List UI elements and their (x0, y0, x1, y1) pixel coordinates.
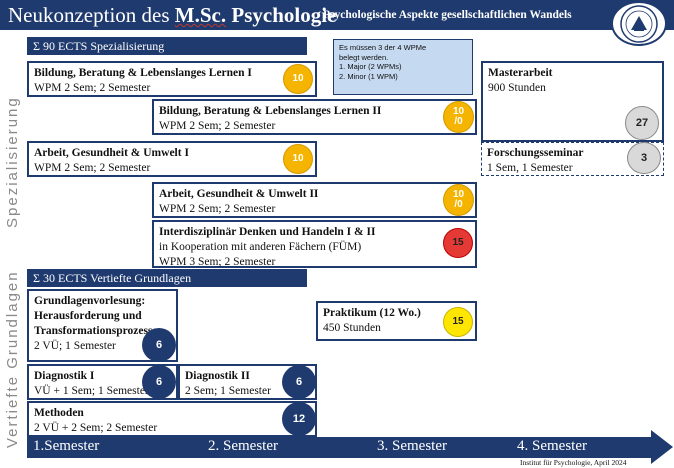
module-detail: WPM 2 Sem; 2 Semester (34, 162, 151, 174)
module-detail: 2 VÜ + 2 Sem; 2 Semester (34, 422, 158, 434)
ects-badge-interdisziplinaer: 15 (443, 228, 473, 258)
title-prefix: Neukonzeption des (8, 3, 175, 27)
module-title: Forschungsseminar (487, 147, 584, 159)
module-detail: VÜ + 1 Sem; 1 Semester (34, 385, 149, 397)
ects-top: 10 (452, 106, 465, 117)
module-detail-1: in Kooperation mit anderen Fächern (FÜM) (159, 241, 362, 253)
module-bildung-2: Bildung, Beratung & Lebenslanges Lernen … (152, 99, 477, 135)
note-item-minor: 2. Minor (1 WPM) (339, 71, 398, 81)
ects-badge-arbeit-2: 10 /0 (443, 184, 474, 216)
page-subtitle: Psychologische Aspekte gesellschaftliche… (323, 9, 572, 21)
seal-icon (620, 4, 658, 43)
module-detail: WPM 2 Sem; 2 Semester (34, 82, 151, 94)
timeline-arrow-bar (27, 437, 652, 458)
timeline-semester-3: 3. Semester (377, 438, 447, 454)
note-item-major: 1. Major (2 WPMs) (339, 62, 402, 71)
module-bildung-1: Bildung, Beratung & Lebenslanges Lernen … (27, 61, 317, 97)
vertical-label-grundlagen: Vertiefte Grundlagen (4, 270, 21, 448)
module-methoden: Methoden 2 VÜ + 2 Sem; 2 Semester (27, 401, 317, 437)
module-title: Interdisziplinär Denken und Handeln I & … (159, 226, 376, 238)
wpm-note: Es müssen 3 der 4 WPMe belegt werden. 1.… (333, 39, 473, 95)
title-psychologie: Psychologie (226, 3, 337, 27)
module-detail: WPM 2 Sem; 2 Semester (159, 203, 276, 215)
module-detail-2: WPM 3 Sem; 2 Semester (159, 256, 276, 268)
ects-bottom: /0 (454, 116, 463, 127)
footer-credit: Institut für Psychologie, April 2024 (520, 458, 627, 467)
module-title-2: Herausforderung und (34, 310, 142, 322)
ects-badge-methoden: 12 (282, 402, 316, 436)
ects-badge-grundlagenvorlesung: 6 (142, 328, 176, 362)
module-title: Bildung, Beratung & Lebenslanges Lernen … (159, 105, 382, 117)
ects-badge-bildung-2: 10 /0 (443, 101, 474, 133)
module-detail: 2 Sem; 1 Semester (185, 385, 271, 397)
module-arbeit-1: Arbeit, Gesundheit & Umwelt I WPM 2 Sem;… (27, 141, 317, 177)
header-bar (0, 0, 674, 30)
module-title-3: Transformationsprozesse (34, 325, 158, 337)
module-interdisziplinaer: Interdisziplinär Denken und Handeln I & … (152, 220, 477, 268)
module-detail: 450 Stunden (323, 322, 381, 334)
note-line-1: Es müssen 3 der 4 WPMe (339, 43, 427, 52)
ects-badge-forschungsseminar: 3 (627, 142, 661, 174)
timeline-semester-2: 2. Semester (208, 438, 278, 454)
grundlagen-section-bar: Σ 30 ECTS Vertiefte Grundlagen (27, 269, 307, 287)
spezialisierung-section-bar: Σ 90 ECTS Spezialisierung (27, 37, 307, 55)
note-line-2: belegt werden. (339, 52, 389, 62)
module-detail: 900 Stunden (488, 82, 546, 94)
timeline-arrow-head (651, 430, 673, 464)
ects-badge-diagnostik-1: 6 (142, 365, 176, 399)
timeline-semester-4: 4. Semester (517, 438, 587, 454)
ects-bottom: /0 (454, 199, 463, 210)
ects-top: 10 (452, 189, 465, 200)
ects-badge-arbeit-1: 10 (283, 144, 313, 174)
module-title: Diagnostik II (185, 370, 250, 382)
module-title-1: Grundlagenvorlesung: (34, 295, 146, 307)
page-title: Neukonzeption des M.Sc. Psychologie (8, 3, 336, 28)
timeline-semester-1: 1.Semester (33, 438, 100, 454)
module-arbeit-2: Arbeit, Gesundheit & Umwelt II WPM 2 Sem… (152, 182, 477, 218)
module-detail: WPM 2 Sem; 2 Semester (159, 120, 276, 132)
module-title: Bildung, Beratung & Lebenslanges Lernen … (34, 67, 252, 79)
vertical-label-spezialisierung: Spezialisierung (4, 96, 21, 228)
module-masterarbeit: Masterarbeit 900 Stunden (481, 61, 664, 142)
ects-badge-diagnostik-2: 6 (282, 365, 316, 399)
title-msc: M.Sc. (174, 3, 227, 27)
module-title: Masterarbeit (488, 67, 553, 79)
module-title: Diagnostik I (34, 370, 95, 382)
module-title: Methoden (34, 407, 84, 419)
module-detail: 2 VÜ; 1 Semester (34, 340, 116, 352)
module-title: Arbeit, Gesundheit & Umwelt II (159, 188, 319, 200)
module-detail: 1 Sem, 1 Semester (487, 162, 573, 174)
module-title: Praktikum (12 Wo.) (323, 307, 421, 319)
module-title: Arbeit, Gesundheit & Umwelt I (34, 147, 189, 159)
university-seal-logo (611, 1, 667, 46)
ects-badge-praktikum: 15 (443, 307, 473, 337)
ects-badge-bildung-1: 10 (283, 64, 313, 94)
ects-badge-masterarbeit: 27 (625, 106, 659, 140)
